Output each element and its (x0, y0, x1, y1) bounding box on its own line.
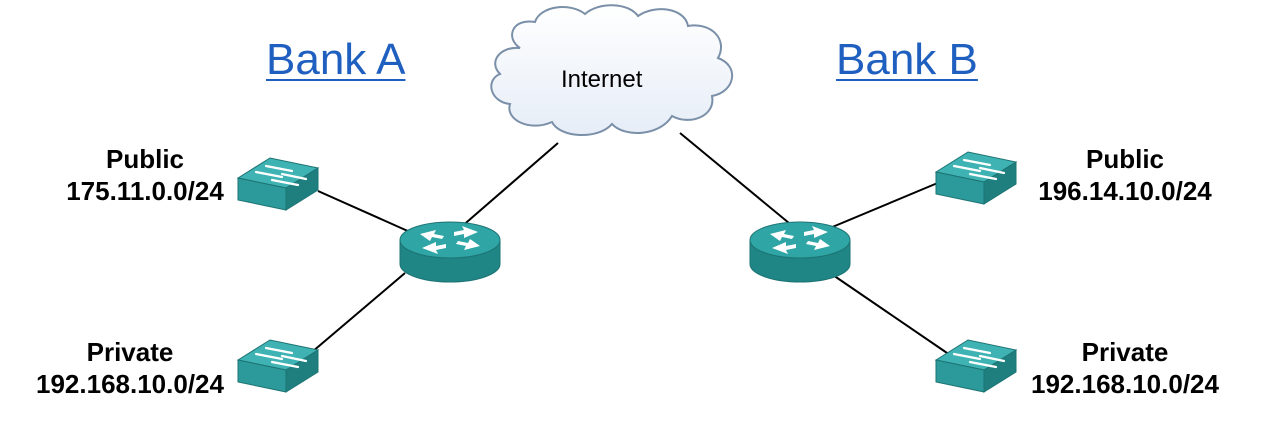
link-switch-a-public-router-a (317, 190, 411, 233)
bank-b-public-subnet: 196.14.10.0/24 (1038, 176, 1212, 206)
bank-a-private-subnet: 192.168.10.0/24 (36, 369, 224, 399)
router-b-icon (749, 221, 851, 283)
bank-b-private-subnet: 192.168.10.0/24 (1031, 369, 1219, 399)
internet-label: Internet (561, 66, 643, 93)
bank-a-public-name: Public (105, 144, 184, 174)
link-switch-a-private-router-a (311, 272, 406, 353)
links (311, 132, 951, 356)
bank-a-title: Bank A (266, 35, 406, 84)
link-internet-router-b (679, 132, 796, 229)
cloud-icon (490, 4, 734, 137)
bank-b-public-label: Public 196.14.10.0/24 (1000, 143, 1250, 207)
bank-b-private-label: Private 192.168.10.0/24 (1000, 336, 1250, 400)
link-router-b-switch-b-public (829, 181, 941, 229)
router-a-icon (399, 221, 501, 283)
link-router-a-internet (459, 142, 559, 229)
bank-a-public-label: Public 175.11.0.0/24 (20, 143, 270, 207)
bank-b-title: Bank B (836, 35, 978, 84)
link-router-b-switch-b-private (829, 272, 951, 356)
bank-b-private-name: Private (1081, 337, 1169, 367)
bank-a-public-subnet: 175.11.0.0/24 (66, 176, 224, 206)
bank-a-private-name: Private (86, 337, 174, 367)
bank-a-private-label: Private 192.168.10.0/24 (5, 336, 255, 400)
bank-b-public-name: Public (1085, 144, 1164, 174)
